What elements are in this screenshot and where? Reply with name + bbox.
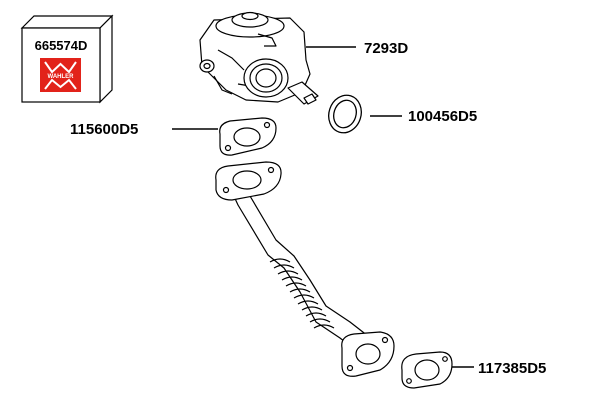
valve-mount-tab <box>213 75 233 95</box>
o-ring <box>328 94 362 134</box>
o-ring-inner <box>333 99 357 129</box>
callout-o-ring: 100456D5 <box>408 108 477 125</box>
egr-pipe <box>215 161 395 377</box>
callout-upper-gasket: 115600D5 <box>70 121 138 138</box>
o-ring-outer <box>328 94 362 134</box>
pipe-bellows <box>269 258 335 329</box>
upper-gasket-bolt-hole-right <box>263 121 271 129</box>
callout-lower-gasket: 117385D5 <box>478 360 546 377</box>
valve-cap-bracket <box>257 33 277 47</box>
wahler-logo-text: WAHLER <box>48 74 75 80</box>
egr-valve <box>199 11 319 105</box>
lower-gasket-bore <box>414 359 440 381</box>
leader-lines <box>172 46 474 368</box>
lower-gasket <box>401 351 453 389</box>
wahler-logo-w-top <box>44 61 77 74</box>
callout-valve: 7293D <box>364 40 408 57</box>
pipe-bottom-flange-bolt-right <box>381 336 389 344</box>
pipe-bottom-flange-bore <box>355 343 381 365</box>
valve-side-port-hole <box>203 62 211 70</box>
valve-connector-plug <box>303 93 317 105</box>
upper-gasket <box>219 117 277 156</box>
pipe-bottom-flange-bolt-left <box>346 364 354 372</box>
pipe-top-flange-bolt-left <box>222 186 230 194</box>
wahler-logo-w-bottom <box>44 78 77 90</box>
lower-gasket-bolt-hole-right <box>442 356 448 362</box>
pipe-top-flange-bolt-right <box>267 166 275 174</box>
kit-box-code: 665574D <box>35 38 88 53</box>
wahler-logo: WAHLER <box>40 58 81 92</box>
kit-box-top <box>20 15 114 29</box>
lower-gasket-bolt-hole-left <box>406 378 412 384</box>
valve-outlet-bore <box>255 68 277 88</box>
valve-cap-knob <box>241 11 259 21</box>
pipe-top-flange-bore <box>232 170 262 190</box>
kit-box-side <box>99 14 113 104</box>
upper-gasket-bore <box>233 127 261 147</box>
upper-gasket-bolt-hole-left <box>224 144 232 152</box>
